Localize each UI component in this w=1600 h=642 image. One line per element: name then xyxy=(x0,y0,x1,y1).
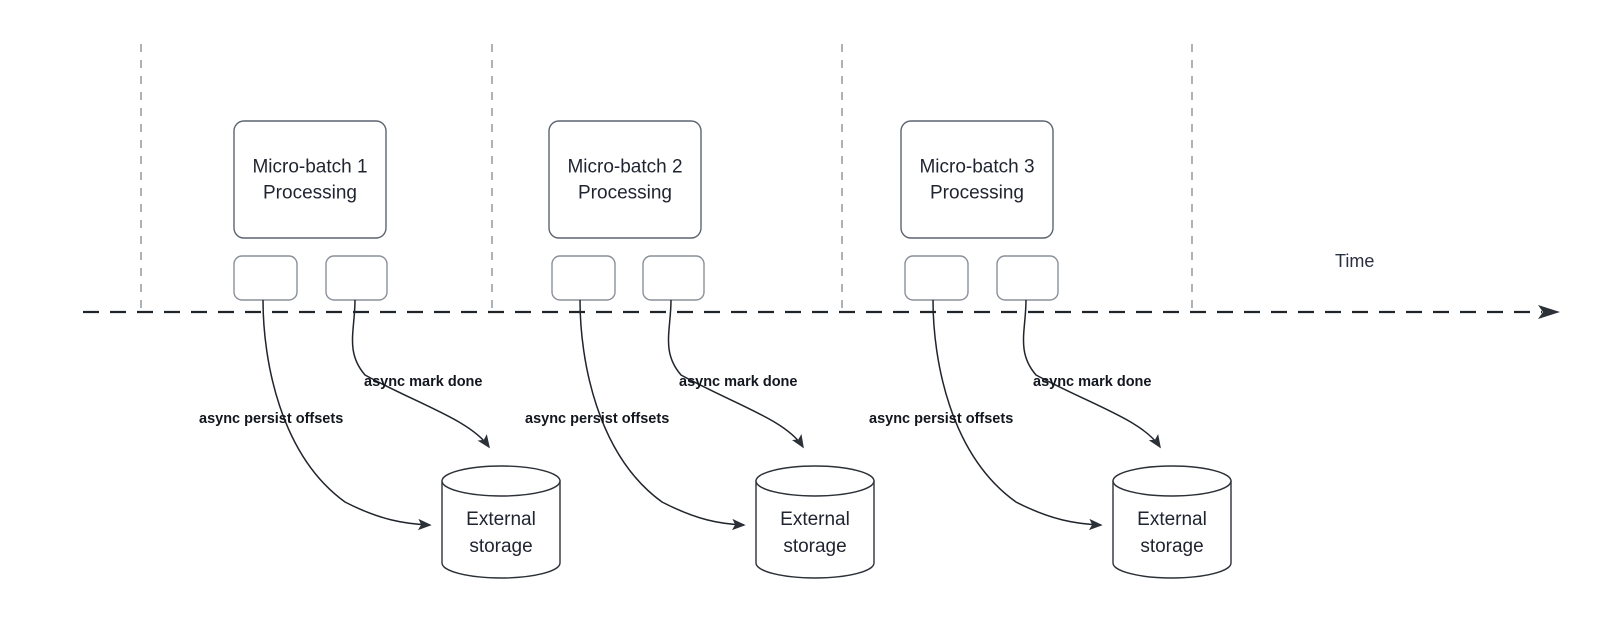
external-storage-3-label-line1: External xyxy=(1137,509,1207,530)
flow-mark-done-1-path xyxy=(351,299,490,449)
external-storage-3-top xyxy=(1112,465,1232,497)
time-axis-arrowhead xyxy=(1538,305,1560,319)
batch-1-task-mark[interactable] xyxy=(325,255,388,301)
micro-batch-1-label-line2: Processing xyxy=(263,183,357,204)
external-storage-3[interactable]: External storage xyxy=(1112,465,1232,579)
micro-batch-3-box[interactable] xyxy=(900,120,1054,239)
flow-persist-offsets-3-label: async persist offsets xyxy=(869,411,1013,427)
external-storage-3-body xyxy=(1112,480,1232,579)
micro-batch-1-box[interactable] xyxy=(233,120,387,239)
batch-1-task-persist[interactable] xyxy=(233,255,298,301)
flow-mark-done-3-label: async mark done xyxy=(1033,374,1151,390)
external-storage-2-body xyxy=(755,480,875,579)
flow-mark-done-1-label: async mark done xyxy=(364,374,482,390)
micro-batch-1-label-line1: Micro-batch 1 xyxy=(252,157,367,178)
external-storage-1-body xyxy=(441,480,561,579)
external-storage-2-label-line1: External xyxy=(780,509,850,530)
external-storage-1[interactable]: External storage xyxy=(441,465,561,579)
micro-batch-2-label-line1: Micro-batch 2 xyxy=(567,157,682,178)
lifelines-group xyxy=(140,44,1193,310)
external-storage-1-top xyxy=(441,465,561,497)
external-storage-3-label-line2: storage xyxy=(1140,536,1203,557)
flow-mark-done-2-path xyxy=(667,299,804,449)
batch-3-task-persist[interactable] xyxy=(904,255,969,301)
batch-3-task-mark[interactable] xyxy=(996,255,1059,301)
external-storage-1-label-line2: storage xyxy=(469,536,532,557)
external-storage-2-label-line2: storage xyxy=(783,536,846,557)
external-storage-2[interactable]: External storage xyxy=(755,465,875,579)
flow-persist-offsets-2-label: async persist offsets xyxy=(525,411,669,427)
flow-persist-offsets-2-path xyxy=(579,299,746,531)
flow-persist-offsets-1-label: async persist offsets xyxy=(199,411,343,427)
batch-2-task-mark[interactable] xyxy=(642,255,705,301)
micro-batch-2-box[interactable] xyxy=(548,120,702,239)
micro-batch-3-label-line2: Processing xyxy=(930,183,1024,204)
flow-persist-offsets-3-path xyxy=(932,299,1103,531)
micro-batch-2-label-line2: Processing xyxy=(578,183,672,204)
flow-mark-done-3-path xyxy=(1022,299,1161,449)
batch-2-task-persist[interactable] xyxy=(551,255,616,301)
time-axis-label: Time xyxy=(1335,251,1374,271)
flow-persist-offsets-1-path xyxy=(262,299,432,531)
flow-mark-done-2-label: async mark done xyxy=(679,374,797,390)
external-storage-1-label-line1: External xyxy=(466,509,536,530)
external-storage-2-top xyxy=(755,465,875,497)
micro-batch-3-label-line1: Micro-batch 3 xyxy=(919,157,1034,178)
timeline-axis-group: Time xyxy=(83,251,1560,319)
